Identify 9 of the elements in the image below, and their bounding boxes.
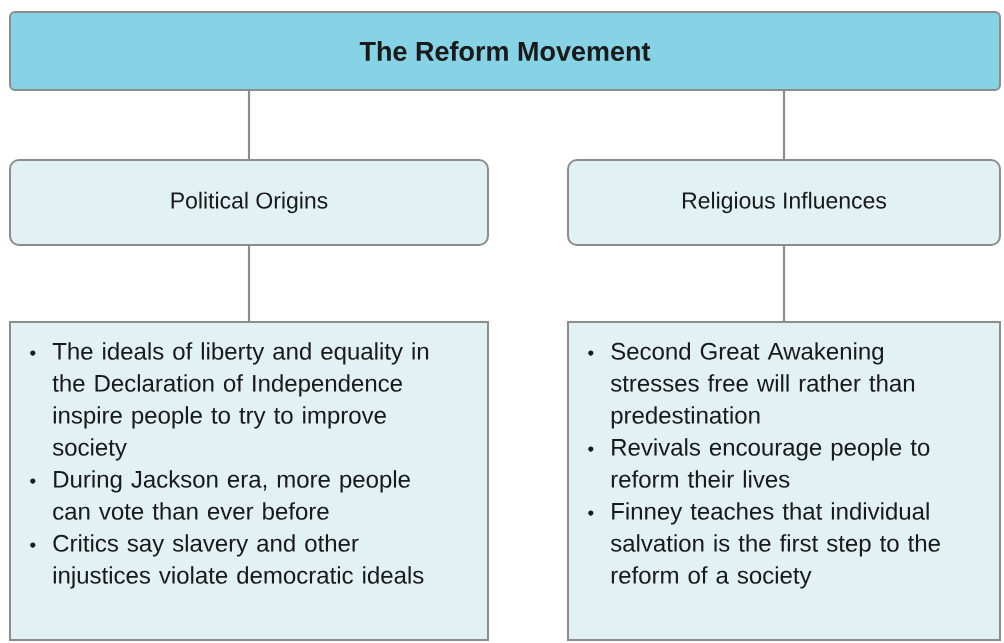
- category-box: Political Origins: [9, 159, 489, 246]
- connector-line: [247, 246, 251, 321]
- bullet-list-box: The ideals of liberty and equality in the Declaration of Independence inspire people to try to improve society During Jackson era, more people can vote than ever before Critics say slavery and other injustices violate democratic ideals: [9, 321, 489, 641]
- connector-line: [247, 91, 251, 159]
- bullet-list-box: Second Great Awakening stresses free will rather than predestination Revivals encourage people to reform their lives Finney teaches that individual salvation is the first step to the reform of a society: [567, 321, 1001, 641]
- category-box: Religious Influences: [567, 159, 1001, 246]
- connector-line: [782, 91, 786, 159]
- connector-line: [782, 246, 786, 321]
- title-banner: The Reform Movement: [9, 11, 1001, 91]
